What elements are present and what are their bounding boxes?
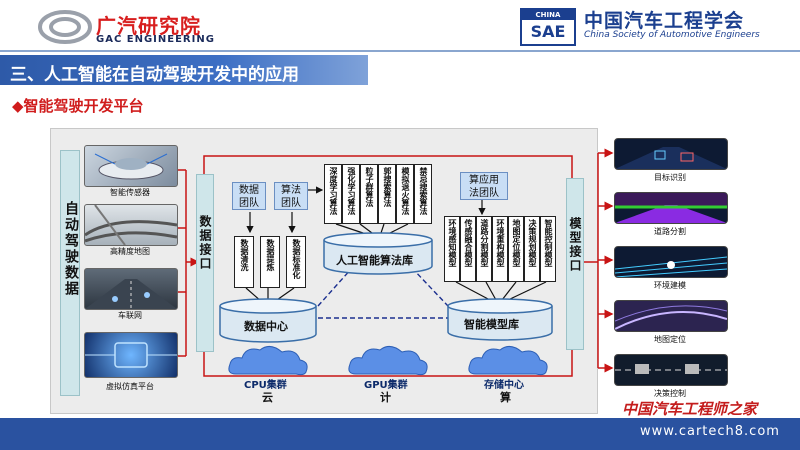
car-sensor-icon xyxy=(94,153,168,180)
environment-model-icon xyxy=(615,256,727,277)
v2x-thumbnail xyxy=(84,268,178,310)
cloud-icon xyxy=(348,346,428,376)
cloud-icon xyxy=(468,346,548,376)
cloud-sub-label: 云 xyxy=(262,391,273,404)
slide-title: 三、人工智能在自动驾驶开发中的应用 xyxy=(10,65,299,85)
gac-logo-en: GAC ENGINEERING xyxy=(96,34,215,45)
data-process-box: 数据清洗 xyxy=(234,236,254,288)
watermark-cn: 中国汽车工程师之家 xyxy=(622,400,758,418)
cloud-sub-label: 算 xyxy=(500,391,511,404)
ai-algo-lib-cylinder xyxy=(323,232,433,275)
output-label: 地图定位 xyxy=(654,335,686,344)
sensor-thumbnail xyxy=(84,145,178,187)
model-lib-label: 智能模型库 xyxy=(464,318,519,331)
sae-badge-main: SAE xyxy=(530,22,566,41)
algorithm-box: 郭搜索算法 xyxy=(378,164,396,224)
map-localization-icon xyxy=(615,305,727,330)
gac-logo-cn: 广汽研究院 xyxy=(96,14,201,38)
cloud-icon xyxy=(228,346,308,376)
sae-name-cn: 中国汽车工程学会 xyxy=(584,10,745,32)
cloud-label: CPU集群 xyxy=(244,380,287,391)
output-label: 目标识别 xyxy=(654,173,686,182)
algorithm-box: 深度学习算法 xyxy=(324,164,342,224)
model-box: 地图定位模型 xyxy=(508,216,524,282)
footer-bar xyxy=(0,418,800,450)
model-box: 道路分割模型 xyxy=(476,216,492,282)
sae-name-en: China Society of Automotive Engineers xyxy=(584,30,760,40)
cloud-label: GPU集群 xyxy=(364,380,408,391)
data-team-box: 数据团队 xyxy=(232,182,266,210)
model-box: 环境重构模型 xyxy=(492,216,508,282)
slide-subtitle: ◆智能驾驶开发平台 xyxy=(12,97,144,115)
data-process-box: 数据标准化 xyxy=(286,236,306,288)
watermark-url: www.cartech8.com xyxy=(640,424,780,439)
output-thumbnail xyxy=(614,192,728,224)
algorithm-box: 禁忌搜索算法 xyxy=(414,164,432,224)
simulation-icon xyxy=(85,342,177,368)
cloud-label: 存储中心 xyxy=(484,380,524,391)
source-label: 车联网 xyxy=(118,311,142,320)
source-label: 智能传感器 xyxy=(110,188,150,197)
algorithm-box: 强化学习算法 xyxy=(342,164,360,224)
data-interface: 数据接口 xyxy=(196,174,214,352)
model-lib-cylinder xyxy=(447,298,553,341)
algorithm-box: 模拟退火算法 xyxy=(396,164,414,224)
output-thumbnail xyxy=(614,354,728,386)
decision-control-icon xyxy=(615,364,727,374)
ai-algo-lib-label: 人工智能算法库 xyxy=(336,254,413,267)
model-box: 环境感知模型 xyxy=(444,216,460,282)
app-algo-team-box: 算应用法团队 xyxy=(460,172,508,200)
model-interface: 模型接口 xyxy=(566,178,584,350)
output-thumbnail xyxy=(614,246,728,278)
output-label: 决策控制 xyxy=(654,389,686,398)
slide-title-bar: 三、人工智能在自动驾驶开发中的应用 xyxy=(0,55,368,85)
road-segmentation-icon xyxy=(615,193,727,223)
source-label: 高精度地图 xyxy=(110,247,150,256)
output-label: 道路分割 xyxy=(654,227,686,236)
cloud-sub-label: 计 xyxy=(380,391,391,404)
source-label: 虚拟仿真平台 xyxy=(106,382,154,391)
hd-map-thumbnail xyxy=(84,204,178,246)
output-label: 环境建模 xyxy=(654,281,686,290)
data-center-cylinder xyxy=(219,298,317,343)
sae-badge-top: CHINA xyxy=(522,10,574,20)
gac-emblem-icon xyxy=(38,10,92,44)
map-icon xyxy=(85,205,177,245)
header-divider xyxy=(0,50,800,52)
data-center-label: 数据中心 xyxy=(244,320,288,333)
model-box: 决策规划模型 xyxy=(524,216,540,282)
road-network-icon xyxy=(85,279,177,309)
autonomous-data-label: 自动驾驶数据 xyxy=(60,150,80,396)
output-thumbnail xyxy=(614,300,728,332)
algo-team-box: 算法团队 xyxy=(274,182,308,210)
model-box: 传感融合模型 xyxy=(460,216,476,282)
sae-badge: CHINA SAE xyxy=(520,8,576,46)
output-thumbnail xyxy=(614,138,728,170)
simulation-thumbnail xyxy=(84,332,178,378)
gac-logo: 广汽研究院 GAC ENGINEERING xyxy=(38,8,248,48)
object-detection-icon xyxy=(615,147,727,169)
algorithm-box: 粒子群算法 xyxy=(360,164,378,224)
data-process-box: 数据提炼 xyxy=(260,236,280,288)
model-box: 智能控制模型 xyxy=(540,216,556,282)
